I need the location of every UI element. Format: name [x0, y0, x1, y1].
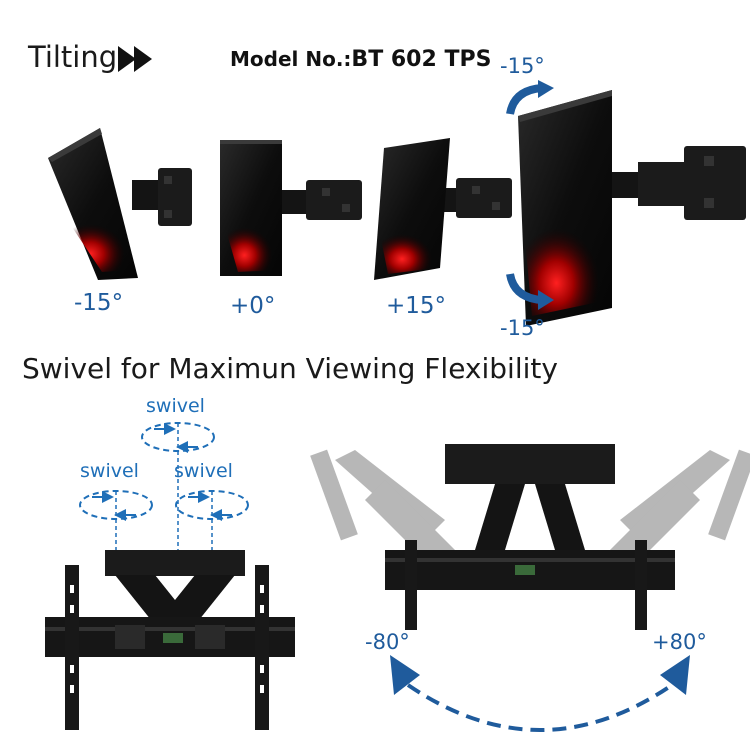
tilt-angle-first: -15° — [74, 290, 124, 316]
tv-tilt-zero — [220, 140, 362, 276]
tv-tilt-plus-15 — [374, 138, 512, 280]
double-arrow-icon — [118, 46, 152, 72]
tilt-angle-big-top: -15° — [500, 54, 545, 78]
model-number: Model No.:BT 602 TPS — [230, 47, 492, 72]
tilt-down-arrow-icon — [506, 273, 554, 310]
tilt-angle-second: +0° — [230, 293, 276, 319]
wall-mount-bracket-swivel — [310, 444, 750, 630]
tilt-angle-third: +15° — [386, 293, 447, 319]
swivel-label-top: swivel — [146, 395, 205, 417]
swivel-label-right: swivel — [174, 460, 233, 482]
swivel-angle-right: +80° — [652, 630, 707, 654]
tilt-up-arrow-icon — [506, 80, 554, 115]
swivel-section-title: Swivel for Maximun Viewing Flexibility — [22, 352, 558, 385]
swivel-label-left: swivel — [80, 460, 139, 482]
swivel-rotation-diagram — [79, 422, 249, 560]
tilting-title: Tilting — [28, 40, 118, 74]
swivel-arc-arrow-icon — [390, 655, 690, 732]
tilt-angle-big-bottom: -15° — [500, 316, 545, 340]
tv-tilt-minus-15 — [48, 128, 192, 280]
wall-mount-bracket-front — [45, 550, 295, 730]
tv-tilt-large — [518, 90, 746, 326]
swivel-angle-left: -80° — [365, 630, 410, 654]
